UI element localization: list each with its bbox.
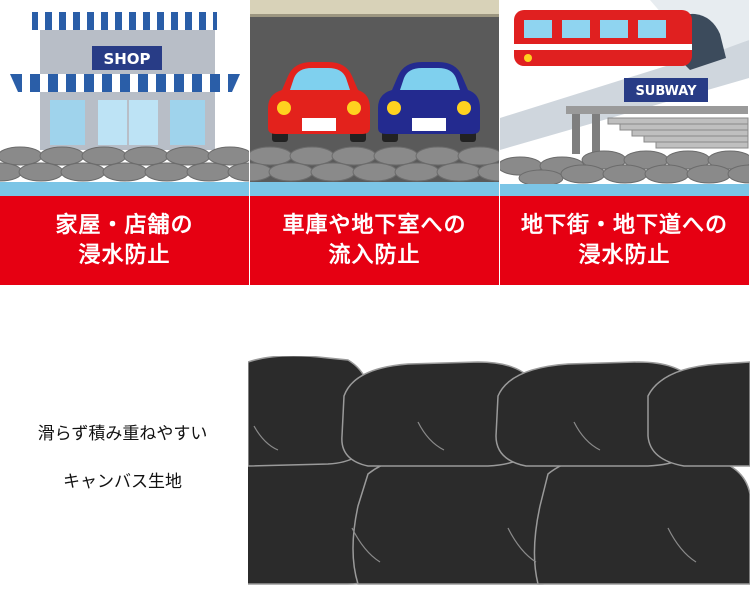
caption-house-shop: 家屋・店舗の 浸水防止 [0, 196, 249, 285]
caption-underground-mall: 地下街・地下道への 浸水防止 [500, 196, 749, 285]
shop-sign: SHOP [103, 50, 150, 68]
sandbag-stack-icon [250, 146, 499, 182]
blue-car-icon [378, 62, 480, 142]
subway-train-icon [514, 10, 692, 66]
caption-garage-basement: 車庫や地下室への 流入防止 [250, 196, 499, 285]
caption-line: 流入防止 [328, 242, 421, 268]
feature-text: 滑らず積み重ねやすい キャンバス生地 [0, 410, 245, 506]
garage-illustration [250, 0, 499, 196]
shop-building-icon: SHOP [10, 12, 240, 150]
sandbag-stack-icon [0, 146, 249, 182]
subway-illustration: SUBWAY [500, 0, 749, 196]
sandbag-stack-icon [500, 150, 749, 187]
panel-underground-mall: SUBWAY [500, 0, 750, 285]
usage-panels: SHOP [0, 0, 750, 285]
caption-line: 浸水防止 [578, 242, 671, 268]
red-car-icon [268, 62, 370, 142]
feature-line-1: 滑らず積み重ねやすい [37, 424, 208, 444]
sandbag-stack-icon [248, 356, 750, 585]
feature-line-2: キャンバス生地 [63, 472, 182, 492]
shop-illustration: SHOP [0, 0, 249, 196]
caption-line: 家屋・店舗の [55, 212, 194, 238]
caption-line: 浸水防止 [78, 242, 171, 268]
panel-house-shop: SHOP [0, 0, 250, 285]
caption-line: 地下街・地下道への [520, 212, 728, 238]
caption-line: 車庫や地下室への [282, 212, 467, 238]
sandbag-closeup [248, 356, 750, 587]
panel-garage-basement: 車庫や地下室への 流入防止 [250, 0, 500, 285]
subway-sign: SUBWAY [635, 84, 697, 99]
